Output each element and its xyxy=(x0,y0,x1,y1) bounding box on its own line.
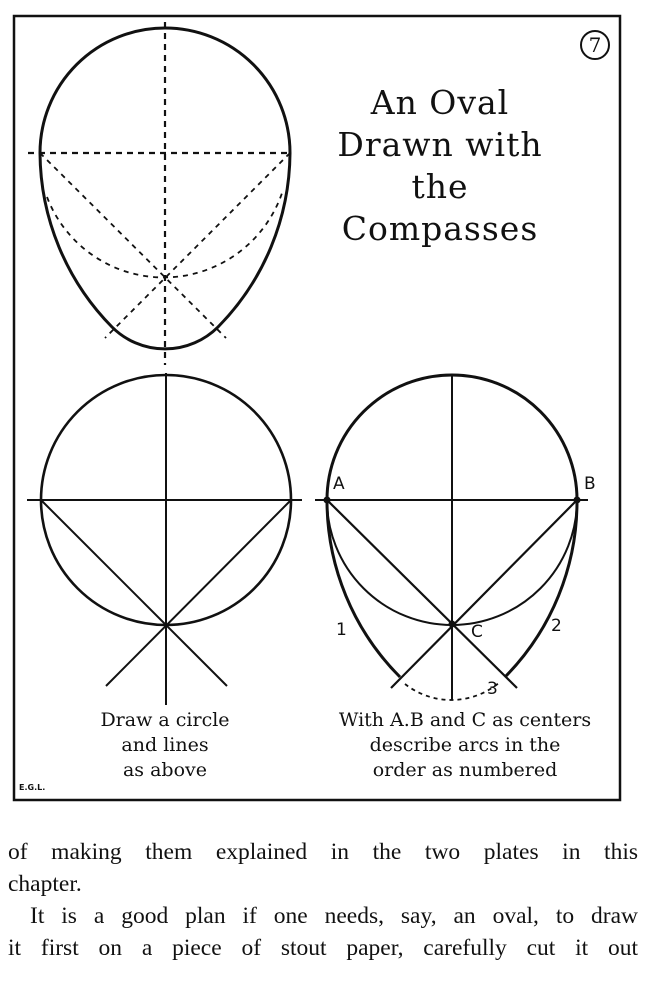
caption-right: With A.B and C as centers describe arcs … xyxy=(300,708,630,783)
circle-and-lines-diagram xyxy=(27,373,302,705)
body-line: it first on a piece of stout paper, care… xyxy=(8,935,638,961)
plate-title: An Oval Drawn with the Compasses xyxy=(320,82,560,250)
plate-figure: 7 An Oval Drawn with the Compasses A B C… xyxy=(12,14,630,802)
caption-line: order as numbered xyxy=(372,759,558,781)
plate-number-badge: 7 xyxy=(580,30,610,60)
artist-signature: E.G.L. xyxy=(19,783,46,792)
body-line: of making them explained in the two plat… xyxy=(8,839,638,865)
title-line: Compasses xyxy=(341,209,539,248)
caption-line: as above xyxy=(122,759,208,781)
arc-label-2: 2 xyxy=(551,616,562,636)
body-text: of making them explained in the two plat… xyxy=(8,836,638,964)
finished-oval-diagram xyxy=(28,22,292,365)
title-line: Drawn with xyxy=(337,125,543,164)
point-label-c: C xyxy=(471,622,483,642)
caption-line: Draw a circle xyxy=(100,709,230,731)
body-line: chapter. xyxy=(8,871,82,897)
point-label-a: A xyxy=(333,474,345,494)
caption-line: With A.B and C as centers xyxy=(338,709,592,731)
caption-line: describe arcs in the xyxy=(369,734,561,756)
plate-drawing xyxy=(12,14,622,802)
caption-line: and lines xyxy=(121,734,209,756)
arc-label-1: 1 xyxy=(336,620,347,640)
caption-left: Draw a circle and lines as above xyxy=(40,708,290,783)
body-line: It is a good plan if one needs, say, an … xyxy=(30,903,638,929)
title-line: the xyxy=(411,167,469,206)
arc-label-3: 3 xyxy=(487,679,498,699)
point-label-b: B xyxy=(584,474,596,494)
plate-frame xyxy=(12,14,622,802)
title-line: An Oval xyxy=(370,83,510,122)
arc-construction-diagram xyxy=(315,373,588,701)
